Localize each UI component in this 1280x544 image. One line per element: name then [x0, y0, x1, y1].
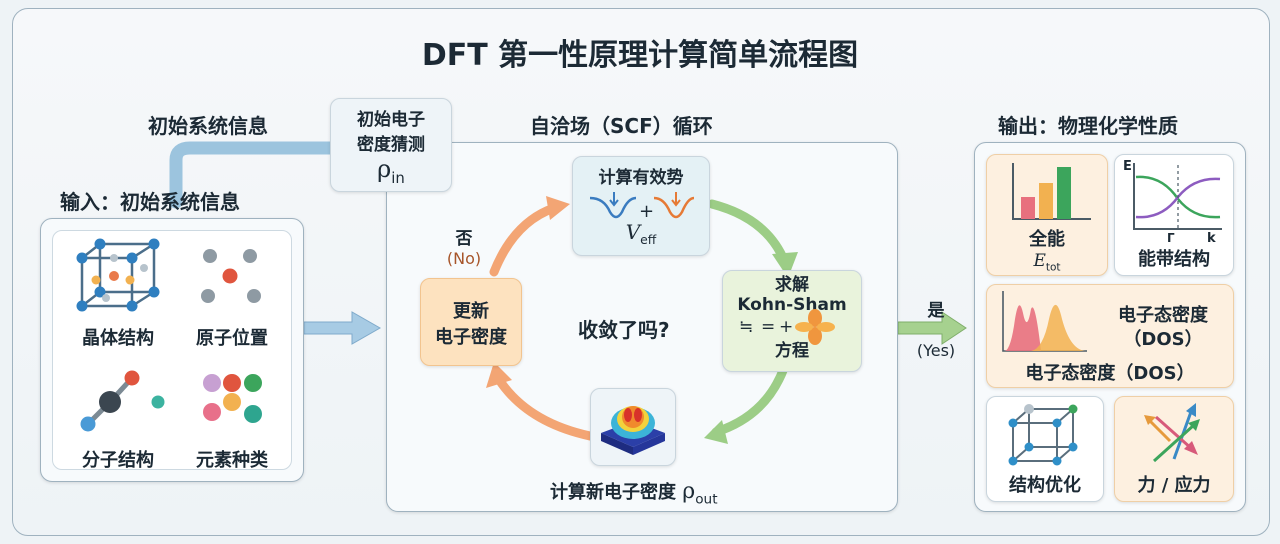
element-types-icon [203, 374, 262, 423]
dos-plot-icon [1002, 291, 1087, 352]
arrow-update-to-potential [489, 203, 559, 277]
v-eff-symbol: Veff [625, 220, 657, 247]
solve-line2: Kohn-Sham [737, 295, 847, 315]
input-item-positions: 原子位置 [196, 328, 268, 349]
potential-plus: + [639, 201, 655, 222]
arrow-solve-to-density [711, 363, 789, 437]
rho-in-symbol: ρin [377, 155, 405, 187]
force-vectors-icon [1144, 403, 1200, 463]
scf-cycle-arrows [486, 196, 798, 444]
dos-bottom-label: 电子态密度（DOS） [1025, 363, 1195, 384]
initial-guess-line2: 密度猜测 [357, 135, 425, 155]
molecular-structure-icon [80, 370, 165, 432]
potential-wells-icon [589, 192, 695, 219]
input-section-title: 输入：初始系统信息 [60, 190, 240, 214]
total-energy-card: 全能 Etot [986, 154, 1108, 276]
band-structure-icon [1133, 163, 1222, 230]
dos-right-line1: 电子态密度 [1118, 305, 1208, 326]
initial-guess-line1: 初始电子 [357, 110, 425, 130]
solve-line3: 方程 [775, 341, 809, 361]
no-label: 否 (No) [446, 229, 482, 268]
input-item-elements: 元素种类 [196, 450, 268, 471]
band-axis-k: k [1207, 231, 1216, 246]
orbital-icon [795, 309, 835, 345]
arrow-potential-to-solve [707, 199, 789, 265]
update-line2: 电子密度 [435, 327, 507, 348]
scf-section-title: 自洽场（SCF）循环 [530, 114, 713, 138]
yes-arrow [897, 311, 967, 345]
new-density-label: 计算新电子密度 ρout [550, 479, 718, 508]
input-item-molecular: 分子结构 [82, 450, 154, 471]
density-map-card [590, 388, 676, 466]
input-item-crystal: 晶体结构 [82, 328, 154, 349]
atom-positions-icon [201, 249, 261, 303]
force-stress-card: 力 / 应力 [1114, 396, 1234, 502]
band-structure-label: 能带结构 [1138, 249, 1210, 270]
dos-right-line2: （DOS） [1123, 329, 1203, 350]
update-line1: 更新 [453, 301, 489, 322]
yes-label: 是 (Yes) [916, 301, 956, 360]
dos-card: 电子态密度 （DOS） 电子态密度（DOS） [986, 284, 1234, 388]
structure-opt-card: 结构优化 [986, 396, 1104, 502]
output-section-title: 输出：物理化学性质 [998, 114, 1178, 138]
arrow-density-to-update [493, 373, 595, 441]
force-stress-label: 力 / 应力 [1137, 475, 1211, 496]
update-density-card: 更新 电子密度 [420, 278, 522, 366]
band-axis-gamma: Γ [1167, 231, 1175, 245]
solve-kohn-sham-card: 求解 Kohn-Sham ≒ = + 方程 [722, 270, 862, 372]
input-to-guess-connector [169, 141, 339, 209]
page-title: DFT 第一性原理计算简单流程图 [421, 38, 859, 73]
ks-equation: ≒ = + [723, 309, 861, 345]
energy-bar-icon [1012, 163, 1091, 220]
solve-line1: 求解 [775, 275, 809, 295]
crystal-structure-icon [76, 238, 160, 312]
band-axis-e: E [1123, 159, 1132, 174]
band-structure-card: E Γ k 能带结构 [1114, 154, 1234, 276]
e-tot-symbol: Etot [1033, 251, 1061, 274]
density-map-icon [601, 406, 665, 455]
convergence-question: 收敛了吗? [578, 318, 670, 342]
potential-card: 计算有效势 + Veff [572, 156, 710, 256]
initial-guess-card: 初始电子 密度猜测 ρin [330, 98, 452, 192]
structure-opt-label: 结构优化 [1009, 475, 1081, 496]
input-top-label: 初始系统信息 [148, 114, 268, 138]
total-energy-label: 全能 [1029, 229, 1065, 250]
structure-opt-icon [1008, 404, 1078, 466]
potential-label: 计算有效势 [598, 168, 684, 188]
input-to-scf-arrow [303, 311, 382, 345]
